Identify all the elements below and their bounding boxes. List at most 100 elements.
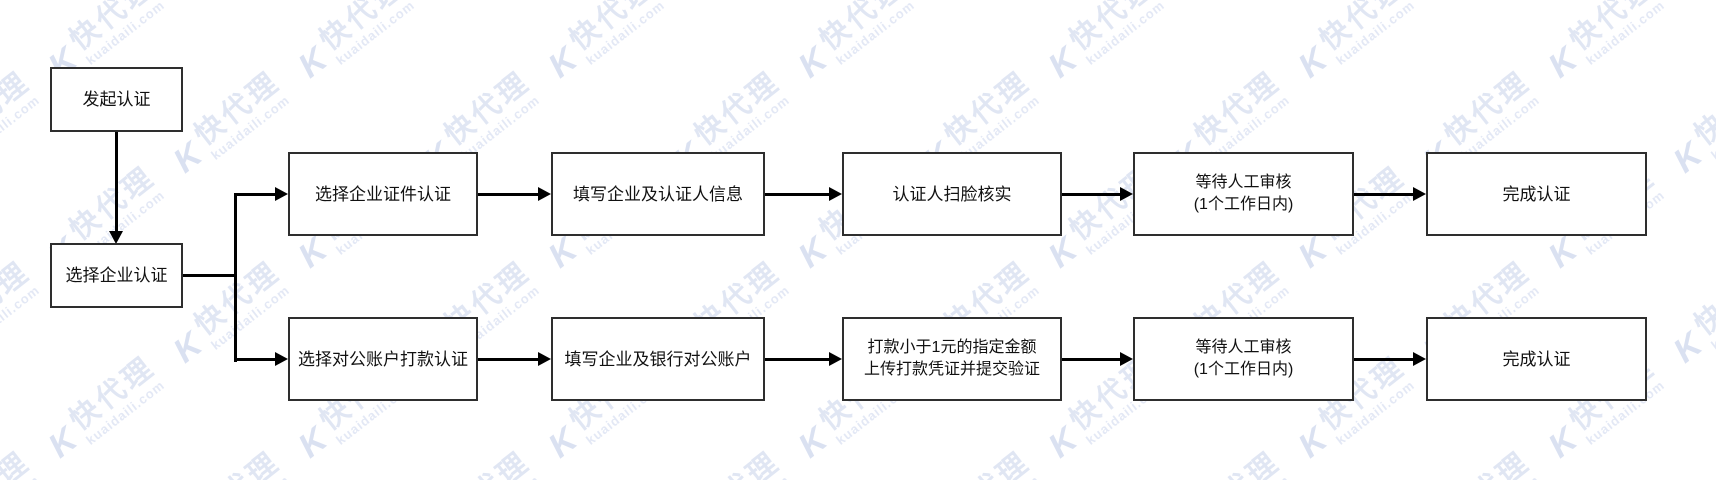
node-fill-enterprise-authenticator-info-label: 填写企业及认证人信息 [573, 184, 743, 204]
kuaidaili-logo-icon: K [1291, 420, 1335, 466]
watermark-domain-text: kuaidaili.com [333, 0, 418, 69]
kuaidaili-logo-icon: K [541, 420, 585, 466]
kuaidaili-logo-icon: K [291, 230, 335, 276]
watermark-brand-text: 快代理 [564, 0, 662, 57]
kuaidaili-logo-icon: K [1666, 325, 1710, 371]
kuaidaili-logo-icon: K [1041, 420, 1085, 466]
node-select-corporate-account-payment-auth: 选择对公账户打款认证 [288, 317, 478, 401]
watermark-domain-text: kuaidaili.com [1708, 473, 1716, 480]
watermark-brand-text: 快代理 [0, 65, 37, 152]
watermark-domain-text: kuaidaili.com [1583, 0, 1668, 69]
node-select-corporate-account-payment-auth-label: 选择对公账户打款认证 [298, 349, 468, 369]
node-select-enterprise-auth-label: 选择企业认证 [65, 266, 168, 285]
watermark-domain-text: kuaidaili.com [0, 282, 43, 354]
arrow-pay-step4-step5-line [1354, 358, 1414, 361]
kuaidaili-logo-icon: K [1291, 40, 1335, 86]
arrow-pay-step2-step3-line [765, 358, 830, 361]
arrow-branch-to-certificate-line [234, 193, 276, 196]
kuaidaili-logo-icon: K [791, 40, 835, 86]
watermark-domain-text: kuaidaili.com [458, 473, 543, 480]
watermark-domain-text: kuaidaili.com [1708, 92, 1716, 164]
watermark-brand-text: 快代理 [1314, 0, 1412, 57]
watermark-brand-text: 快代理 [189, 255, 287, 342]
arrow-initiate-to-select-head [109, 231, 123, 244]
wait-manual-review-payment-line2: (1个工作日内) [1193, 361, 1294, 378]
kuaidaili-logo-icon: K [1541, 230, 1585, 276]
watermark-brand-text: 快代理 [1439, 65, 1537, 152]
node-face-scan-verification-label: 认证人扫脸核实 [892, 184, 1012, 204]
branch-vertical-line [234, 193, 237, 362]
watermark-brand-text: 快代理 [189, 446, 287, 480]
watermark-brand-text: 快代理 [689, 65, 787, 152]
node-fill-enterprise-authenticator-info: 填写企业及认证人信息 [551, 152, 765, 236]
watermark-domain-text: kuaidaili.com [0, 92, 43, 164]
arrow-cert-step3-step4-head [1120, 187, 1133, 201]
watermark-domain-text: kuaidaili.com [1333, 0, 1418, 69]
node-initiate-auth: 发起认证 [50, 67, 183, 132]
arrow-pay-step4-step5-head [1413, 352, 1426, 366]
payment-verification-line1: 打款小于1元的指定金额 [867, 339, 1037, 356]
watermark-brand-text: 快代理 [689, 446, 787, 480]
watermark-brand-text: 快代理 [1564, 0, 1662, 57]
arrow-cert-step4-step5-head [1413, 187, 1426, 201]
kuaidaili-logo-icon: K [1666, 135, 1710, 181]
arrow-pay-step1-step2-line [478, 358, 539, 361]
watermark-domain-text: kuaidaili.com [208, 473, 293, 480]
watermark-domain-text: kuaidaili.com [83, 377, 168, 449]
node-complete-auth-certificate: 完成认证 [1426, 152, 1647, 236]
wait-manual-review-payment-line1: 等待人工审核 [1195, 339, 1292, 356]
watermark-brand-text: 快代理 [439, 446, 537, 480]
kuaidaili-logo-icon: K [291, 420, 335, 466]
watermark-brand-text: 快代理 [1689, 446, 1716, 480]
watermark-domain-text: kuaidaili.com [583, 0, 668, 69]
arrow-pay-step3-step4-line [1062, 358, 1121, 361]
node-select-certificate-auth: 选择企业证件认证 [288, 152, 478, 236]
arrow-branch-to-payment-line [234, 358, 276, 361]
kuaidaili-logo-icon: K [1541, 420, 1585, 466]
watermark-domain-text: kuaidaili.com [208, 92, 293, 164]
watermark-brand-text: 快代理 [1439, 446, 1537, 480]
kuaidaili-logo-icon: K [41, 420, 85, 466]
watermark-brand-text: 快代理 [439, 65, 537, 152]
watermark-domain-text: kuaidaili.com [208, 282, 293, 354]
kuaidaili-logo-icon: K [541, 230, 585, 276]
arrow-pay-step1-step2-head [538, 352, 551, 366]
watermark-domain-text: kuaidaili.com [708, 473, 793, 480]
node-fill-enterprise-bank-account-label: 填写企业及银行对公账户 [564, 349, 752, 369]
kuaidaili-logo-icon: K [541, 40, 585, 86]
node-wait-manual-review-certificate: 等待人工审核 (1个工作日内) [1133, 152, 1354, 236]
watermark-brand-text: 快代理 [0, 446, 37, 480]
arrow-cert-step4-step5-line [1354, 193, 1414, 196]
kuaidaili-logo-icon: K [1041, 40, 1085, 86]
arrow-pay-step2-step3-head [829, 352, 842, 366]
kuaidaili-logo-icon: K [1541, 40, 1585, 86]
kuaidaili-logo-icon: K [291, 40, 335, 86]
kuaidaili-logo-icon: K [791, 420, 835, 466]
kuaidaili-logo-icon: K [1291, 230, 1335, 276]
wait-manual-review-line2: (1个工作日内) [1193, 196, 1294, 213]
kuaidaili-logo-icon: K [1041, 230, 1085, 276]
node-complete-auth-payment-label: 完成认证 [1502, 349, 1571, 369]
arrow-pay-step3-step4-head [1120, 352, 1133, 366]
watermark-domain-text: kuaidaili.com [1708, 282, 1716, 354]
watermark-brand-text: 快代理 [1064, 0, 1162, 57]
watermark-brand-text: 快代理 [939, 446, 1037, 480]
